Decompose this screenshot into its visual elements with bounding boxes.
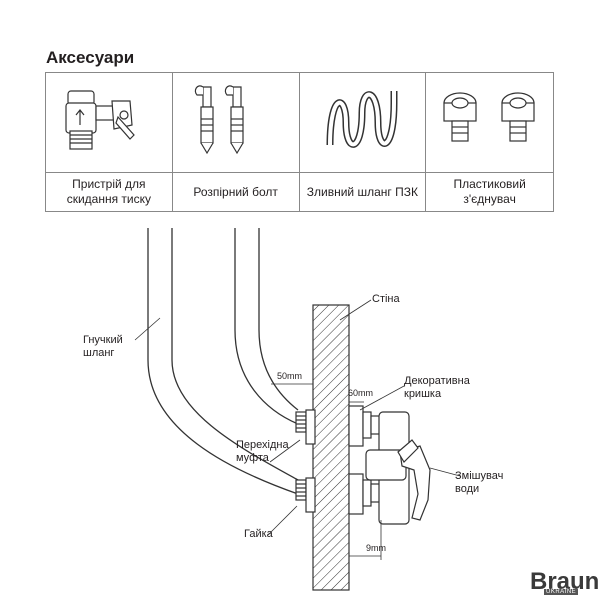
wall [312,304,350,591]
installation-diagram [134,228,461,591]
caption-plastic-connector: Пластиковий з'єднувач [453,177,526,206]
dimension-50mm: 50mm [277,371,303,381]
dimension-60mm: 60mm [348,388,374,398]
label-flexible-hose: Гнучкий шланг [83,334,123,359]
mixer [365,411,431,525]
caption-expansion-bolt: Розпірний болт [173,173,300,211]
label-decorative-cover: Декоративна кришка [404,375,470,400]
dimension-9mm: 9mm [366,543,386,553]
section-title: Аксесуари [46,48,135,67]
expansion-bolt-icon [172,73,300,173]
label-mixer: Змішувач води [455,470,504,495]
label-wall: Стіна [372,293,400,305]
label-nut: Гайка [244,528,273,540]
pressure-relief-valve-icon [46,73,173,173]
plastic-connector-icon [426,73,553,173]
flexible-hoses [147,228,299,495]
brand-logo: Brauni UKRAINE [530,568,600,598]
brand-sub: UKRAINE [544,589,579,595]
accessories-table: Пристрій для скидання тиску Розпірний бо… [45,72,554,212]
caption-pressure-relief-valve: Пристрій для скидання тиску [46,173,173,211]
upper-fitting [295,405,382,447]
drain-hose-icon [299,73,427,173]
caption-drain-hose: Зливний шланг ПЗК [300,173,427,211]
lower-fitting [295,473,382,515]
label-adapter-coupling: Перехідна муфта [236,439,289,464]
